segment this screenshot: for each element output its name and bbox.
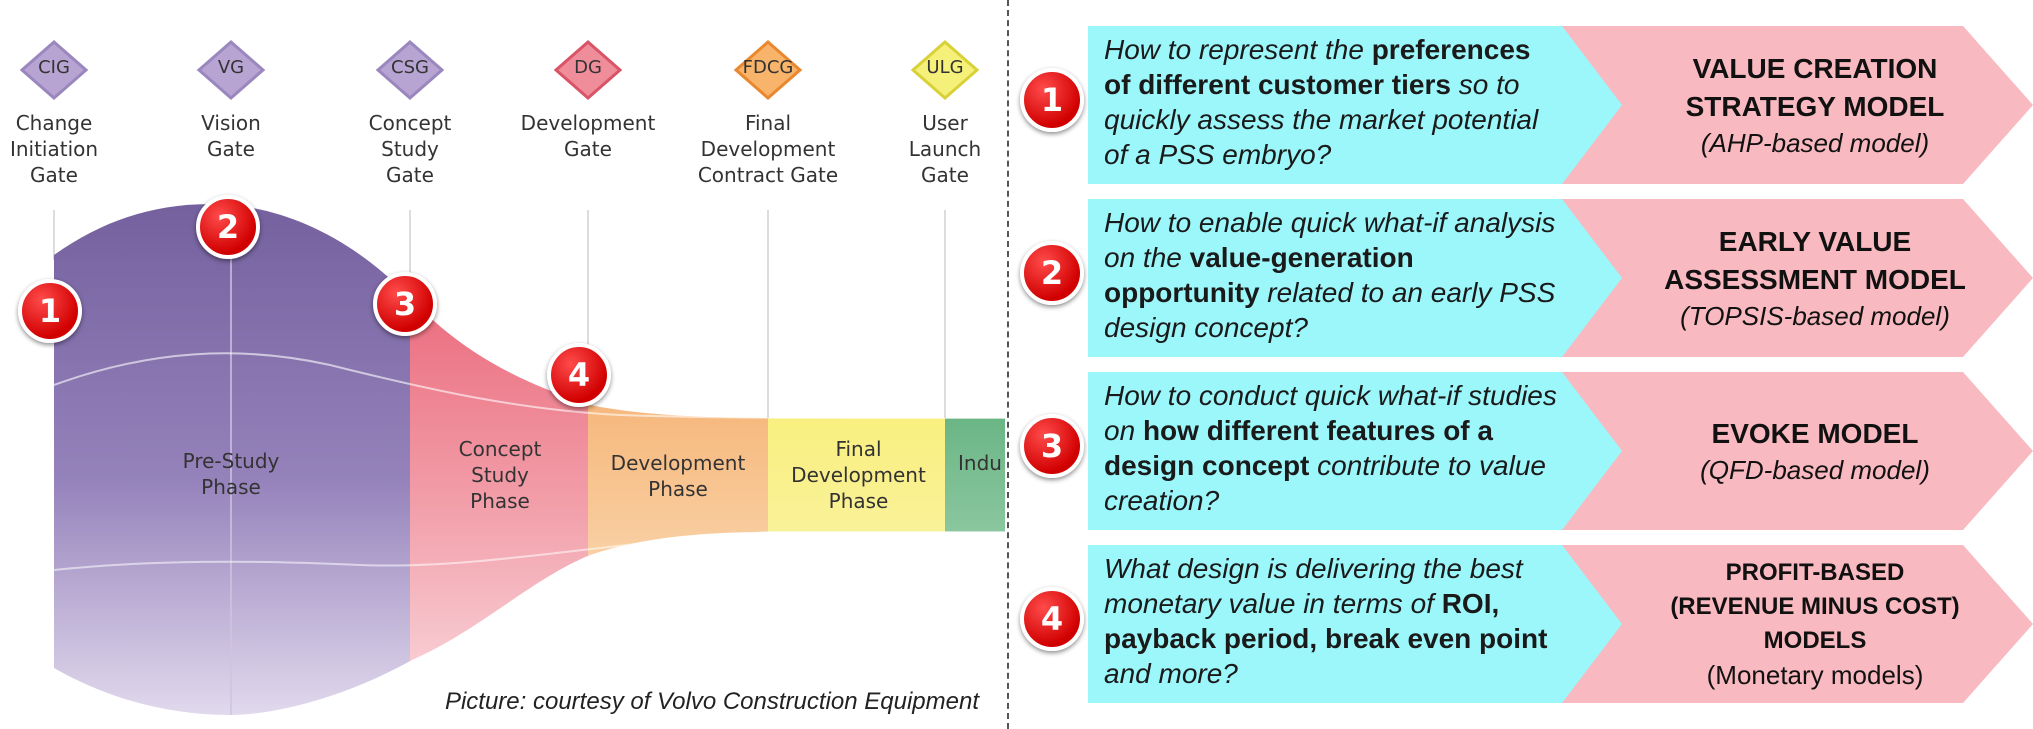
diagram-badge-3: 3: [373, 272, 437, 336]
row-4: 4 What design is delivering the best mon…: [1020, 545, 2033, 703]
question-arrow-1: How to represent the preferences of diff…: [1088, 26, 1638, 184]
model-title-4: PROFIT-BASED (REVENUE MINUS COST) MODELS: [1670, 559, 1960, 654]
phase-label-concept: Concept Study Phase: [458, 437, 542, 513]
gate-name-ulg: User Launch Gate: [908, 111, 982, 187]
dashed-divider: [1007, 0, 1009, 729]
model-subtitle-4: (Monetary models): [1706, 660, 1924, 690]
model-arrow-4: PROFIT-BASED (REVENUE MINUS COST) MODELS…: [1562, 545, 2033, 703]
diagram-badge-2: 2: [196, 195, 260, 259]
question-arrow-3: How to conduct quick what-if studies on …: [1088, 372, 1638, 530]
gate-name-cig: Change Initiation Gate: [9, 111, 99, 187]
gate-abbr-fdcg: FDCG: [742, 57, 794, 78]
model-title-2: EARLY VALUE ASSESSMENT MODEL: [1664, 226, 1966, 295]
gate-abbr-vg: VG: [217, 57, 245, 78]
model-subtitle-1: (AHP-based model): [1700, 128, 1930, 158]
row-badge-1: 1: [1020, 68, 1084, 132]
gate-diamonds: [19, 40, 980, 100]
diagram-badge-4: 4: [547, 343, 611, 407]
gate-name-vg: Vision Gate: [201, 111, 261, 161]
row-2: 2 How to enable quick what-if analysis o…: [1020, 199, 2033, 357]
industrial-region: [945, 204, 1005, 716]
funnel-graphic: [19, 40, 1005, 716]
phase-label-industrial: Indu: [958, 451, 1002, 475]
row-1: 1 How to represent the preferences of di…: [1020, 26, 2033, 184]
question-text-4: What design is delivering the best monet…: [1104, 553, 1548, 689]
gate-name-dg: Development Gate: [520, 111, 656, 161]
row-badge-2: 2: [1020, 241, 1084, 305]
prestudy-region: [54, 204, 412, 716]
gate-name-fdcg: Final Development Contract Gate: [697, 111, 839, 187]
question-arrow-4: What design is delivering the best monet…: [1088, 545, 1638, 703]
stage-gate-diagram: CIG VG CSG DG FDCG ULG Change Initiation…: [0, 0, 1005, 729]
model-arrow-3: EVOKE MODEL (QFD-based model): [1562, 372, 2033, 530]
row-badge-4: 4: [1020, 587, 1084, 651]
question-text-1: How to represent the preferences of diff…: [1104, 34, 1539, 170]
gate-name-csg: Concept Study Gate: [368, 111, 452, 187]
row-badge-3: 3: [1020, 414, 1084, 478]
model-arrow-1: VALUE CREATION STRATEGY MODEL (AHP-based…: [1562, 26, 2033, 184]
question-arrow-2: How to enable quick what-if analysis on …: [1088, 199, 1638, 357]
model-arrow-2: EARLY VALUE ASSESSMENT MODEL (TOPSIS-bas…: [1562, 199, 2033, 357]
model-title-3: EVOKE MODEL: [1711, 418, 1919, 449]
model-subtitle-2: (TOPSIS-based model): [1680, 301, 1950, 331]
phase-label-final: Final Development Phase: [791, 437, 926, 513]
question-text-3: How to conduct quick what-if studies on …: [1104, 380, 1557, 516]
gate-abbr-csg: CSG: [391, 57, 429, 78]
model-subtitle-3: (QFD-based model): [1700, 455, 1930, 485]
row-3: 3 How to conduct quick what-if studies o…: [1020, 372, 2033, 530]
diagram-badge-1: 1: [18, 279, 82, 343]
development-region: [588, 204, 770, 716]
phase-label-prestudy: Pre-Study Phase: [182, 449, 280, 499]
phase-label-development: Development Phase: [610, 451, 746, 501]
model-title-1: VALUE CREATION STRATEGY MODEL: [1685, 53, 1945, 122]
gate-abbr-cig: CIG: [38, 57, 70, 78]
image-credit-caption: Picture: courtesy of Volvo Construction …: [444, 688, 979, 715]
gate-abbr-dg: DG: [574, 57, 602, 78]
gate-abbr-ulg: ULG: [926, 57, 964, 78]
question-text-2: How to enable quick what-if analysis on …: [1104, 207, 1556, 343]
